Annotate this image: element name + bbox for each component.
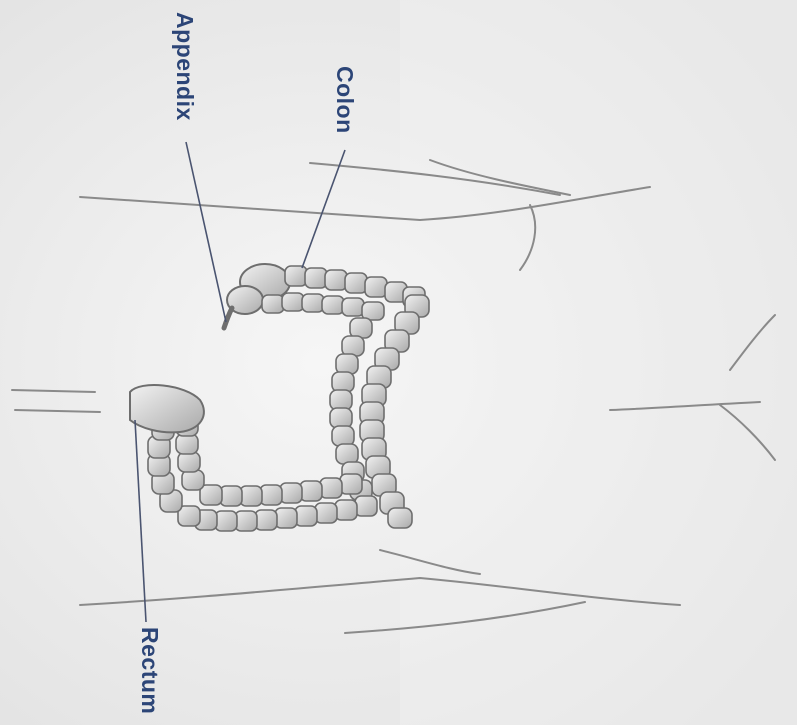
page-fold [400, 0, 797, 725]
rectum-label: Rectum [138, 627, 161, 714]
appendix-label: Appendix [173, 12, 196, 121]
colon-label: Colon [333, 66, 356, 134]
